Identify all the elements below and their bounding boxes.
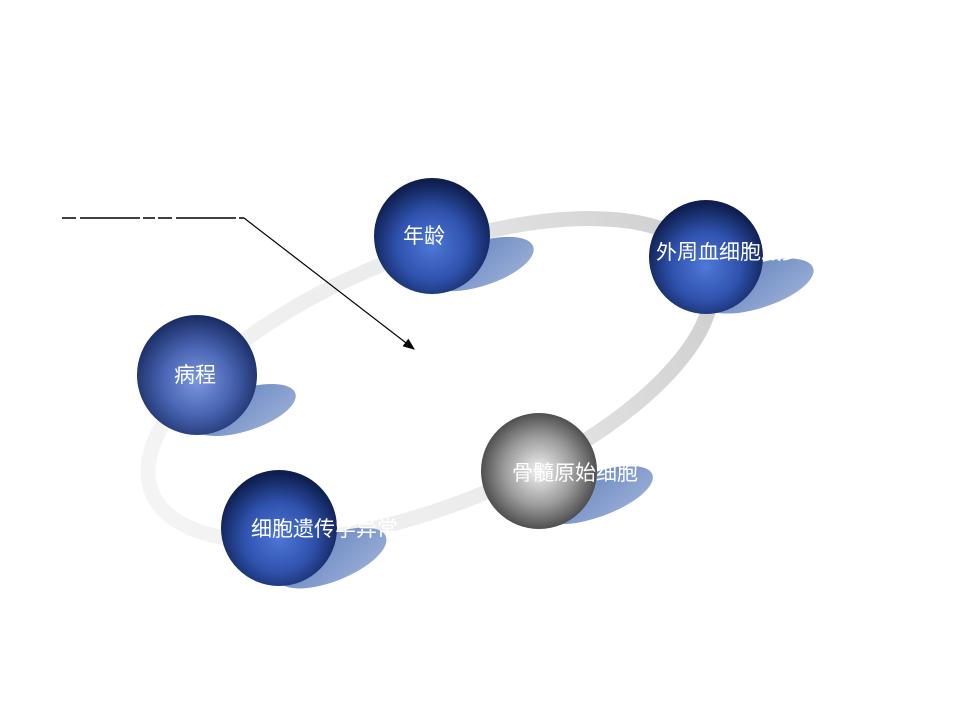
node-label-blast: 骨髓原始细胞 [512,461,638,485]
node-label-course: 病程 [174,363,216,387]
node-age [374,178,534,294]
node-label-age: 年龄 [403,224,445,248]
node-blast [481,413,653,529]
node-sphere [481,413,597,529]
node-wbc [649,200,814,314]
callout-connector [62,217,415,350]
node-label-wbc: 外周血细胞减少 [656,240,803,264]
node-sphere [221,470,337,586]
node-label-cyto: 细胞遗传学异常 [251,517,398,541]
node-sphere [374,178,490,294]
node-course [137,315,296,437]
node-sphere [649,200,763,314]
node-sphere [137,315,257,435]
node-cyto [221,470,387,589]
